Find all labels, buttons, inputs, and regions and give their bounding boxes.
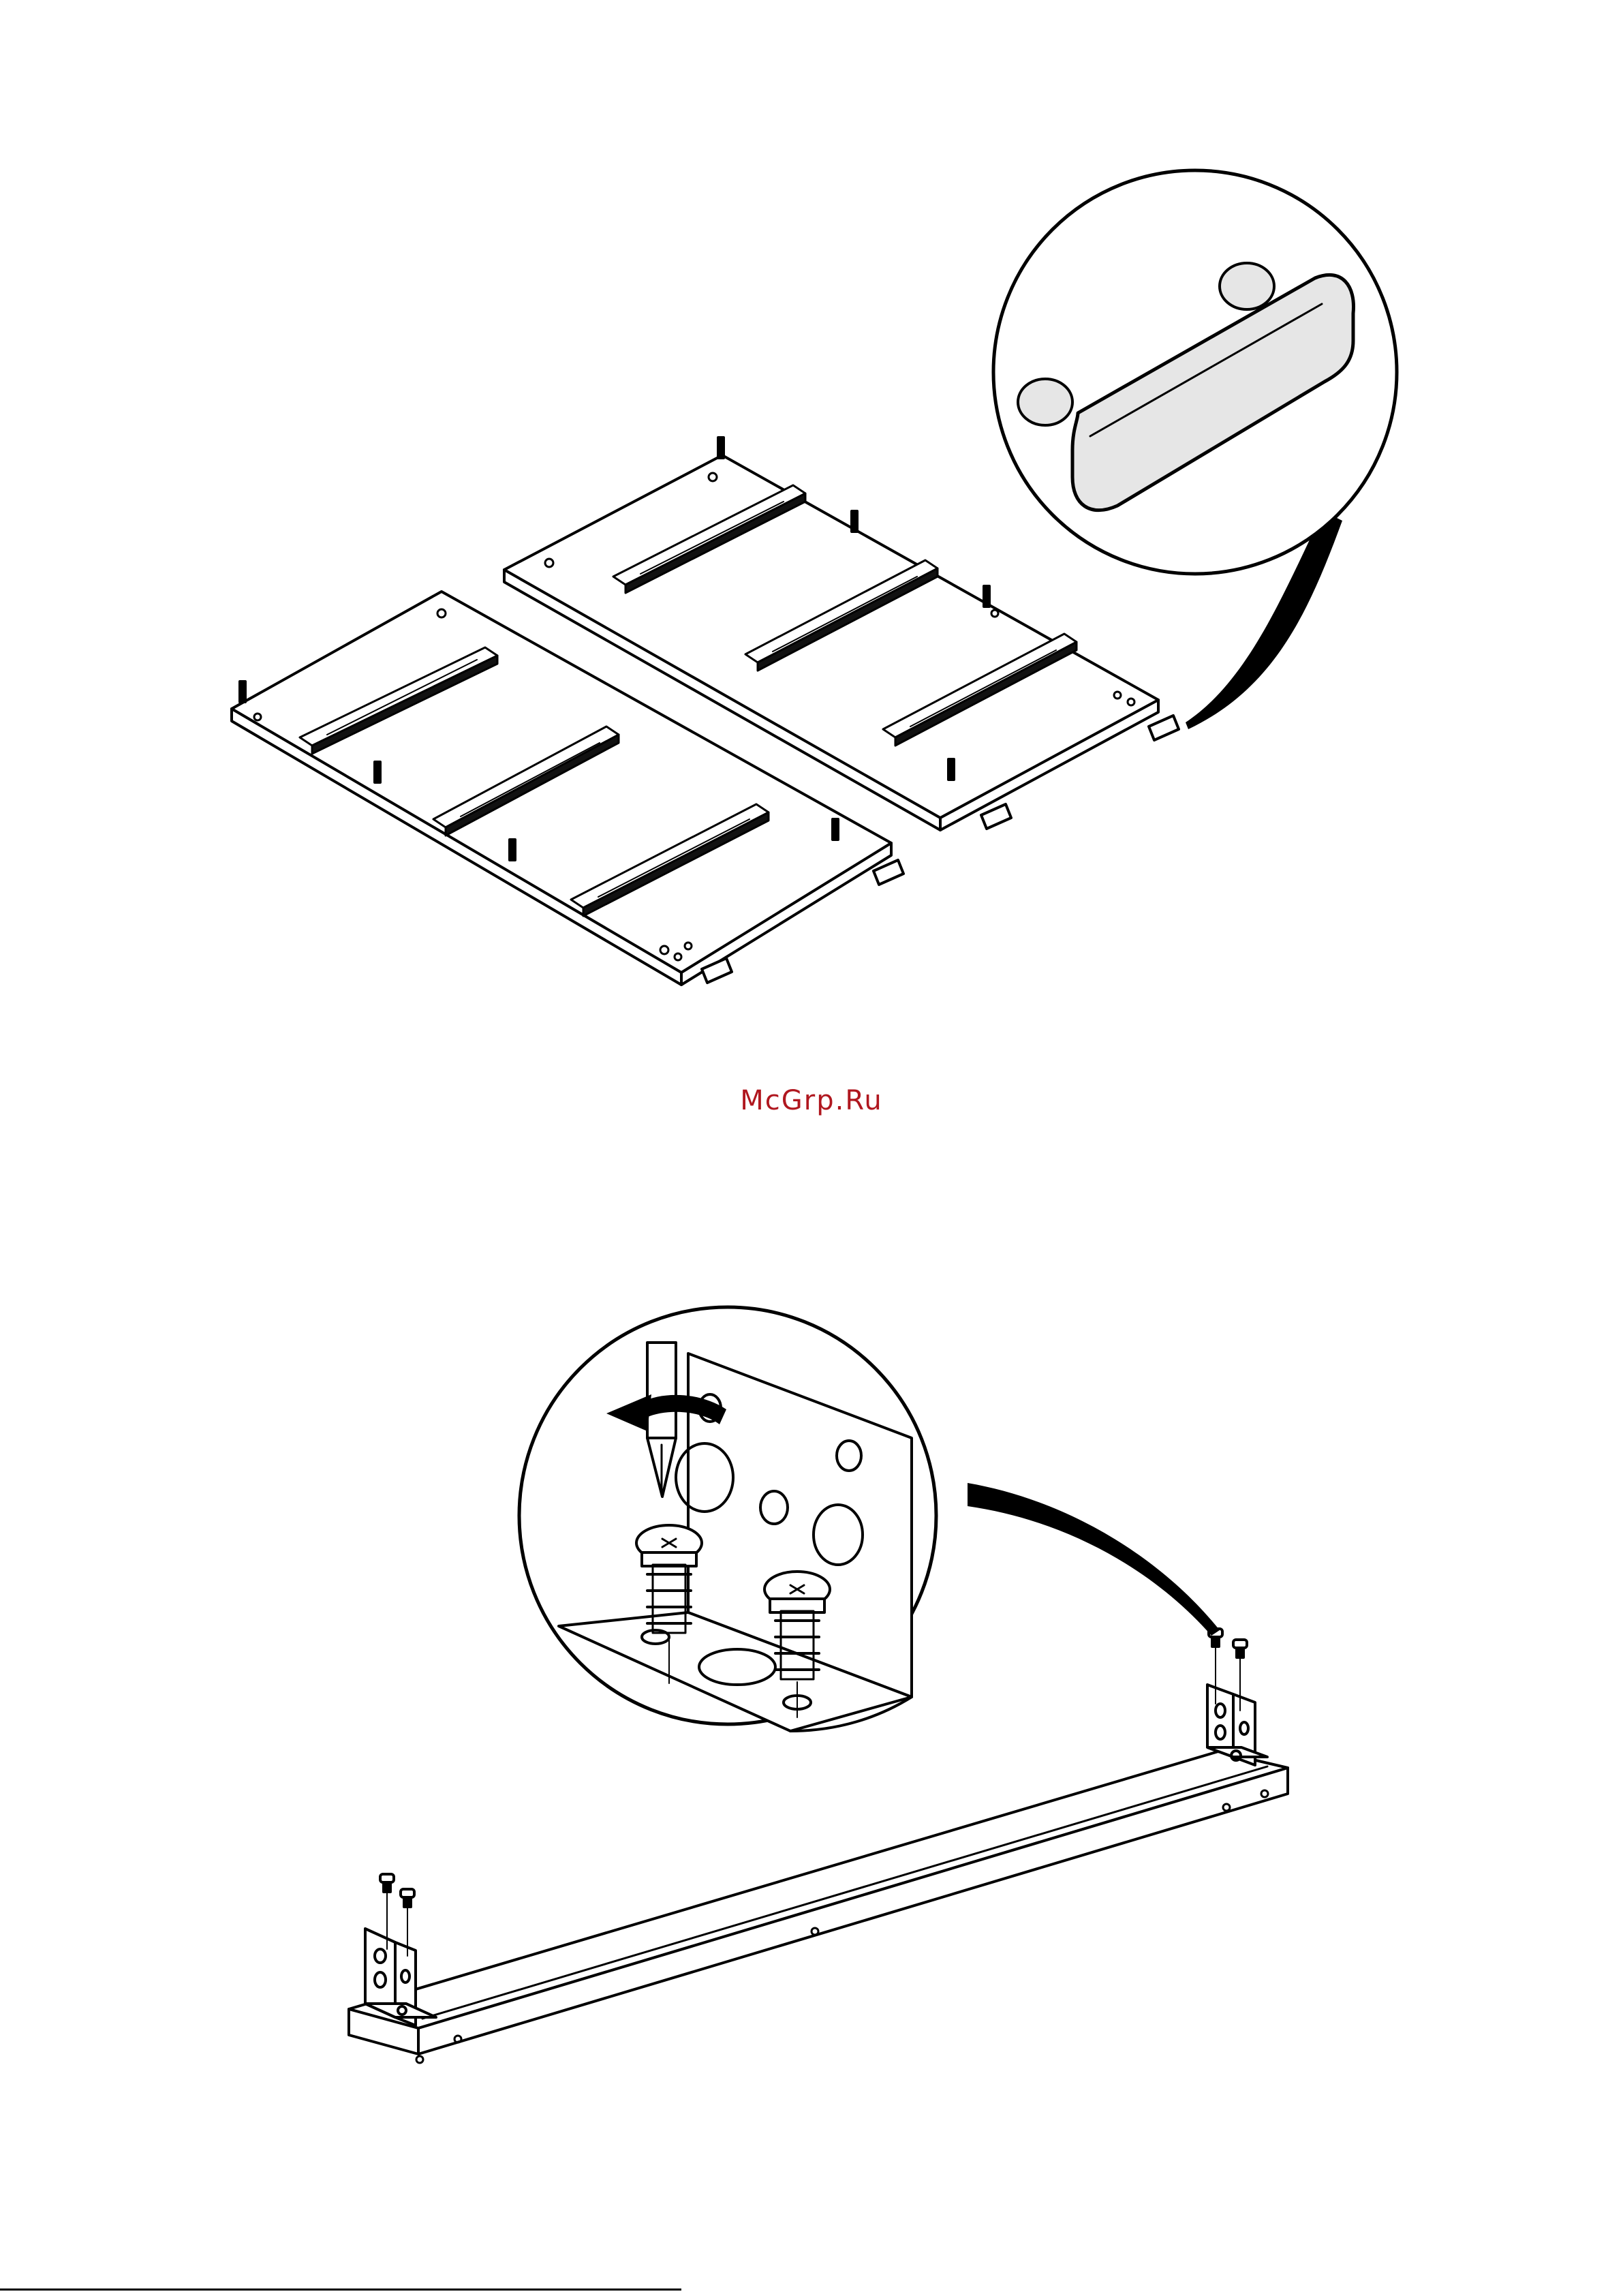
shelf-panels-illustration [232, 170, 1397, 985]
watermark-text: McGrp.Ru [0, 1085, 1623, 1116]
footer-rule [0, 2289, 681, 2291]
screw-detail-bubble [519, 1307, 1220, 1731]
plinth-beam-illustration [349, 1307, 1288, 2063]
